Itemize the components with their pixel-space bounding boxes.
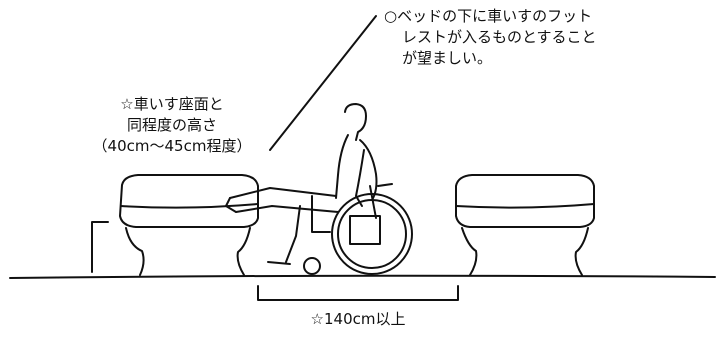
leader-line <box>269 15 377 151</box>
footrest-note-line-3: が望ましい。 <box>402 49 493 67</box>
right-bed <box>455 174 595 276</box>
width-bracket <box>257 285 459 301</box>
seat-height-note-line-3: （40cm〜45cm程度） <box>92 137 252 155</box>
seat-height-note-line-2: 同程度の高さ <box>126 116 217 134</box>
clearance-note: ☆140cm以上 <box>310 310 406 328</box>
footrest-note-line-2: レストが入るものとすること <box>402 28 597 46</box>
height-bracket <box>91 221 109 273</box>
left-bed <box>119 174 259 276</box>
seat-height-note: ☆車いす座面と 同程度の高さ （40cm〜45cm程度） <box>52 94 292 157</box>
footrest-note: ○ベッドの下に車いすのフット レストが入るものとすること が望ましい。 <box>384 6 597 69</box>
wheelchair-user <box>225 103 413 275</box>
floor-line <box>9 274 716 279</box>
seat-height-note-line-1: ☆車いす座面と <box>120 95 224 113</box>
footrest-note-line-1: ○ベッドの下に車いすのフット <box>384 7 593 25</box>
